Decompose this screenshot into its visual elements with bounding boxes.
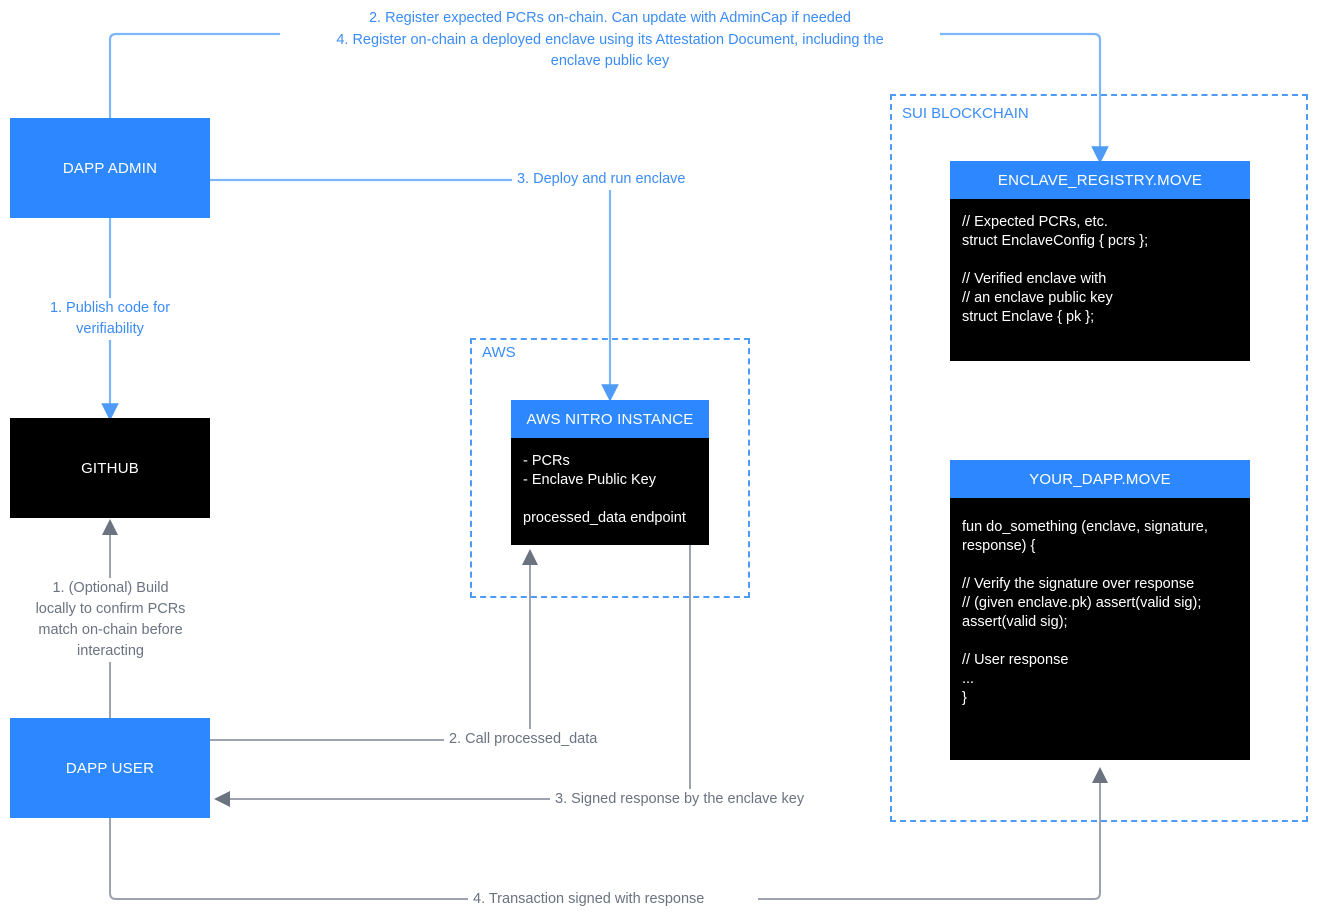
edge-label-call-processed-data: 2. Call processed_data bbox=[444, 729, 634, 750]
edge-label-deploy-enclave: 3. Deploy and run enclave bbox=[512, 169, 722, 190]
edge-label-build-locally: 1. (Optional) Build locally to confirm P… bbox=[18, 578, 203, 662]
card-your-dapp-move-title: YOUR_DAPP.MOVE bbox=[950, 460, 1250, 498]
group-sui-blockchain bbox=[890, 94, 1308, 822]
node-dapp-user-label: DAPP USER bbox=[65, 759, 155, 777]
card-aws-nitro-instance[interactable]: AWS NITRO INSTANCE - PCRs - Enclave Publ… bbox=[511, 400, 709, 545]
group-sui-blockchain-label: SUI BLOCKCHAIN bbox=[898, 105, 1033, 122]
card-enclave-registry-move-body: // Expected PCRs, etc. struct EnclaveCon… bbox=[950, 199, 1250, 361]
node-dapp-user[interactable]: DAPP USER bbox=[10, 718, 210, 818]
edge-label-transaction-signed: 4. Transaction signed with response bbox=[468, 889, 758, 910]
card-your-dapp-move-body: fun do_something (enclave, signature, re… bbox=[950, 498, 1250, 760]
card-enclave-registry-move-title: ENCLAVE_REGISTRY.MOVE bbox=[950, 161, 1250, 199]
node-dapp-admin[interactable]: DAPP ADMIN bbox=[10, 118, 210, 218]
card-aws-nitro-instance-body: - PCRs - Enclave Public Key processed_da… bbox=[511, 438, 709, 545]
card-your-dapp-move[interactable]: YOUR_DAPP.MOVE fun do_something (enclave… bbox=[950, 460, 1250, 760]
edge-label-register-enclave: 4. Register on-chain a deployed enclave … bbox=[280, 30, 940, 72]
group-aws bbox=[470, 338, 750, 598]
edge-label-register-pcrs: 2. Register expected PCRs on-chain. Can … bbox=[280, 8, 940, 29]
node-dapp-admin-label: DAPP ADMIN bbox=[62, 159, 158, 177]
edge-label-publish-code: 1. Publish code for verifiability bbox=[20, 298, 200, 340]
group-aws-label: AWS bbox=[478, 344, 520, 361]
edge-label-signed-response: 3. Signed response by the enclave key bbox=[550, 789, 850, 810]
card-enclave-registry-move[interactable]: ENCLAVE_REGISTRY.MOVE // Expected PCRs, … bbox=[950, 161, 1250, 361]
node-github-label: GITHUB bbox=[81, 459, 139, 477]
node-github[interactable]: GITHUB bbox=[10, 418, 210, 518]
card-aws-nitro-instance-title: AWS NITRO INSTANCE bbox=[511, 400, 709, 438]
